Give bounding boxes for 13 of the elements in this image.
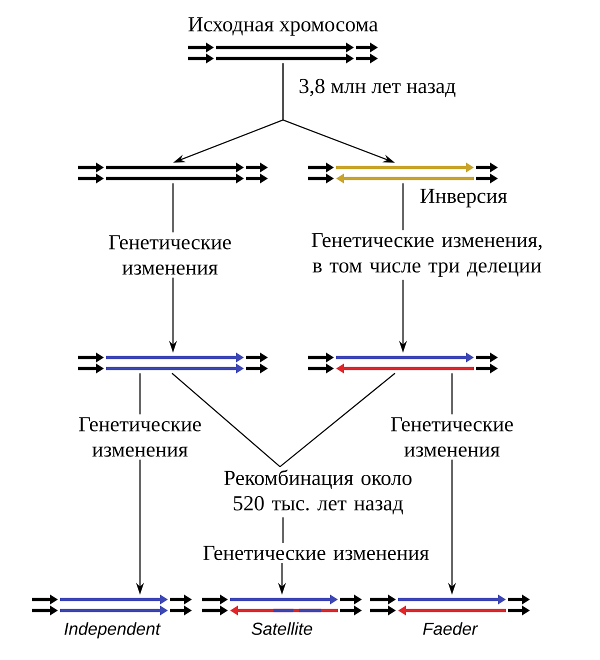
- node-label: Satellite: [252, 622, 312, 635]
- node-label: Independent: [64, 622, 161, 638]
- text-label: Генетические изменения: [78, 417, 201, 457]
- text-label: Генетические изменения: [108, 235, 231, 275]
- node-label: Исходная хромосома: [188, 17, 378, 36]
- node-label: Faeder: [423, 622, 478, 635]
- text-label: Рекомбинация около 520 тыс. лет назад: [224, 470, 412, 514]
- text-label: Генетические изменения: [390, 417, 513, 457]
- text-label: Генетические изменения, в том числе три делеции: [312, 233, 542, 277]
- node-label: Инверсия: [420, 188, 507, 208]
- edge-label: 3,8 млн лет назад: [297, 78, 458, 98]
- chromosome-drawing: Инверсия: [308, 162, 507, 208]
- text-label: Генетические изменения: [203, 546, 429, 560]
